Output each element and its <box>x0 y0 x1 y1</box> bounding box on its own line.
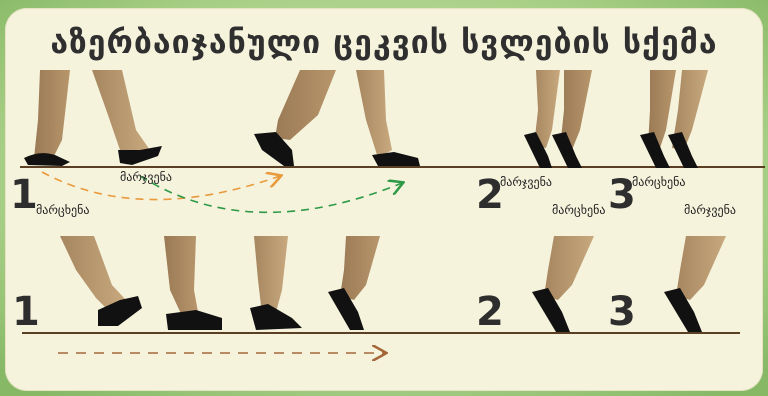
label-step2-left: მარცხენა <box>552 203 606 217</box>
label-step3-left: მარცხენა <box>632 175 686 189</box>
bottom-step-number-1: 1 <box>12 289 40 335</box>
bottom-step3-leg <box>664 236 726 332</box>
bottom-step2-leg <box>532 236 594 332</box>
top-step-number-3: 3 <box>608 172 636 218</box>
top-step2-legs <box>524 70 592 168</box>
label-left-foot: მარცხენა <box>36 203 90 217</box>
page-title: აზერბაიჯანული ცეკვის სვლების სქემა <box>50 23 718 61</box>
top-step-number-1: 1 <box>10 172 38 218</box>
bottom-step-number-3: 3 <box>608 289 636 335</box>
top-step1-back-leg <box>254 70 336 166</box>
bottom-step-number-2: 2 <box>476 289 504 335</box>
label-right-foot: მარჯვენა <box>120 170 172 184</box>
top-step1-front-leg <box>356 70 420 166</box>
bottom-step1-leg-d <box>328 236 380 330</box>
top-step1-right-leg <box>92 70 162 165</box>
bottom-step1-leg-c <box>250 236 302 330</box>
bottom-step1-leg-a <box>60 236 142 326</box>
top-step-number-2: 2 <box>476 172 504 218</box>
orange-arc-arrow <box>41 171 280 201</box>
label-step2-right: მარჯვენა <box>500 175 552 189</box>
green-arc-arrow <box>139 175 402 214</box>
label-step3-right: მარჯვენა <box>684 203 736 217</box>
top-step1-left-leg <box>24 70 70 166</box>
bottom-step1-leg-b <box>164 236 222 330</box>
top-step3-legs <box>640 70 708 168</box>
